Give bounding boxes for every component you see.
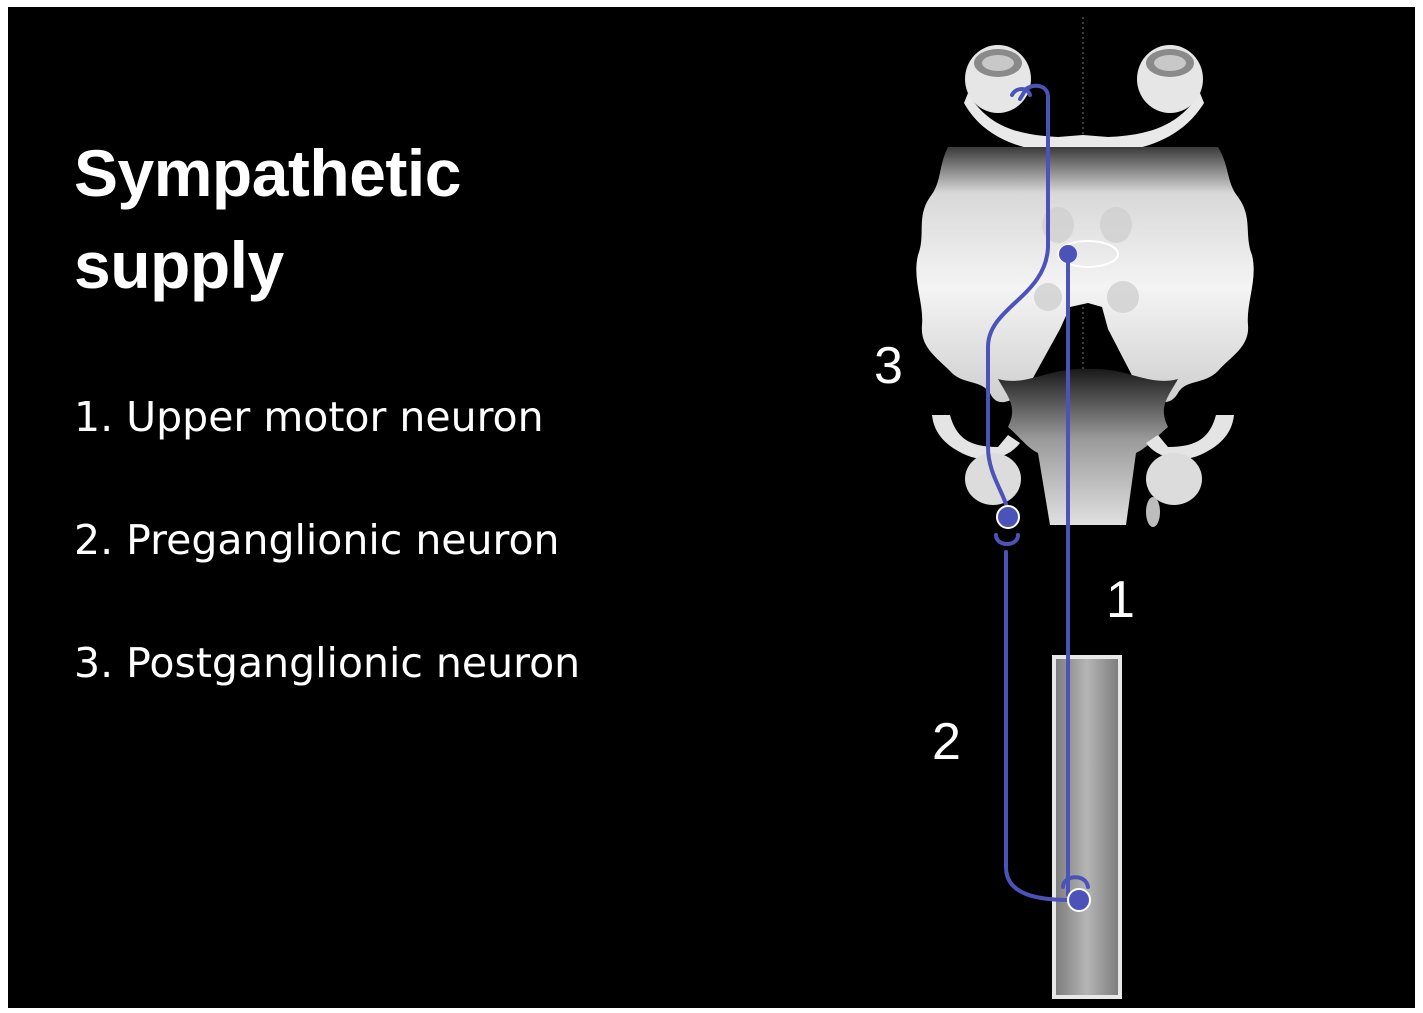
thalamus-right xyxy=(1100,207,1132,243)
sympathetic-pathway-diagram: 1 2 3 xyxy=(8,7,1415,1008)
preganglionic-terminal xyxy=(996,535,1018,544)
label-1: 1 xyxy=(1106,571,1135,629)
slide: Sympathetic supply 1. Upper motor neuron… xyxy=(8,7,1415,1008)
label-3: 3 xyxy=(874,337,903,395)
left-ganglion-shape xyxy=(932,415,1021,505)
left-eye-icon xyxy=(965,45,1031,113)
nucleus-right xyxy=(1107,281,1139,313)
upper-motor-neuron-cell-body xyxy=(1059,245,1077,263)
brain-shape xyxy=(916,147,1253,402)
label-2: 2 xyxy=(932,713,961,771)
spinal-cord xyxy=(1054,657,1120,997)
preganglionic-cell-body xyxy=(1068,889,1090,911)
postganglionic-cell-body xyxy=(997,506,1019,528)
nucleus-left xyxy=(1034,283,1062,311)
